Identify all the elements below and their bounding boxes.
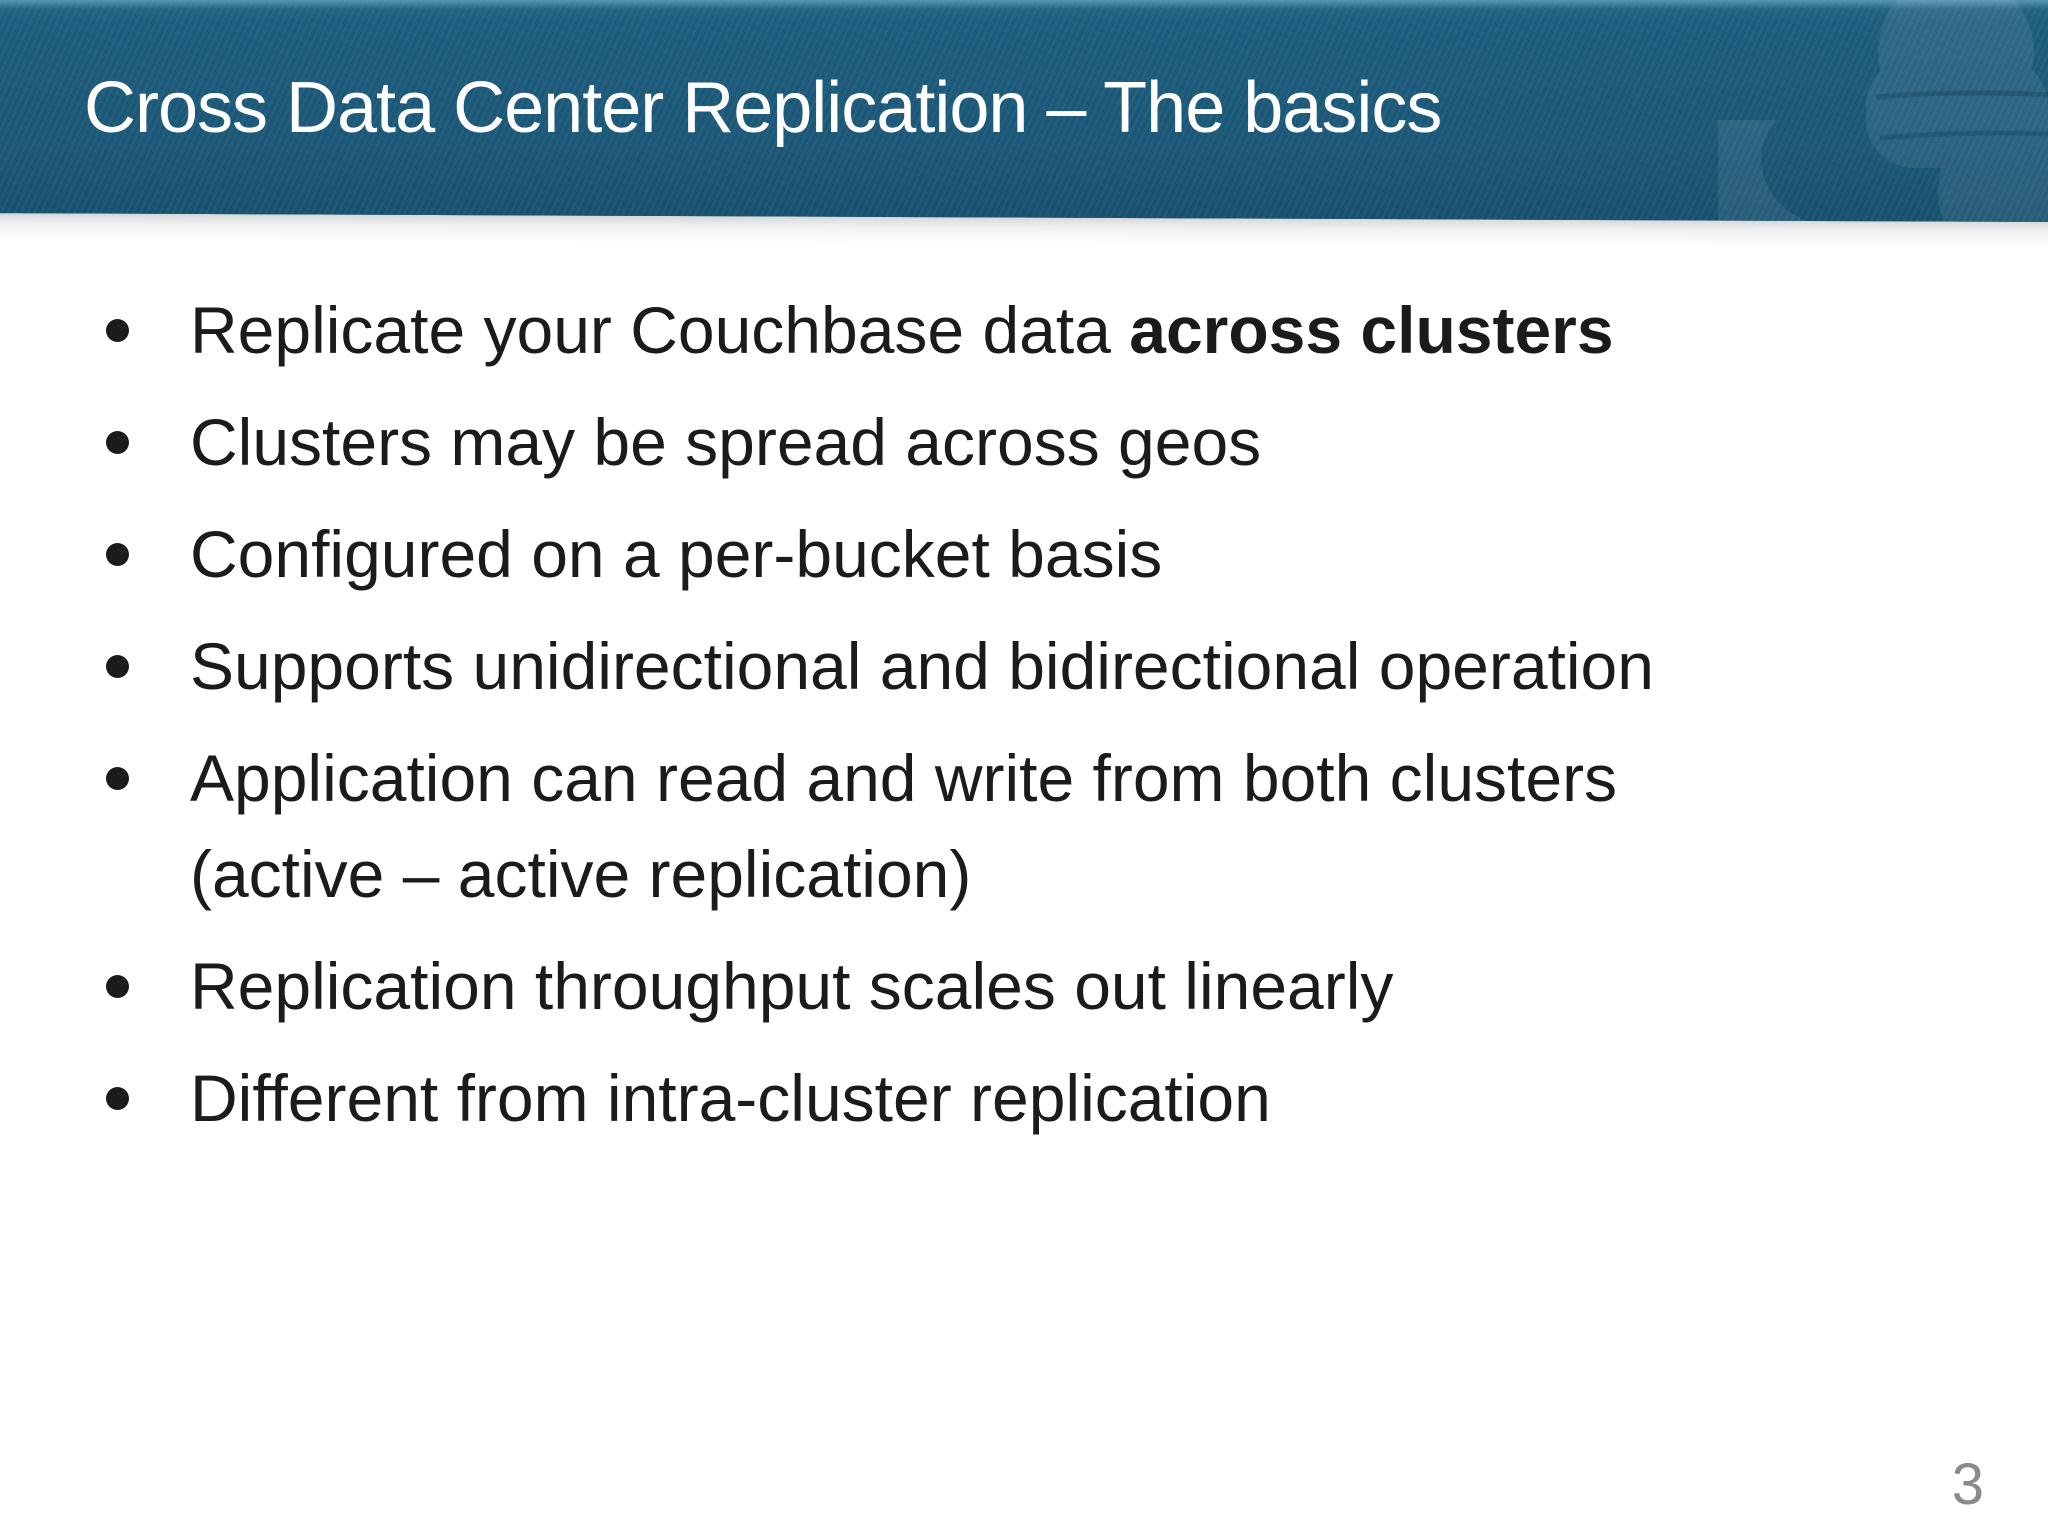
bullet-item: Different from intra-cluster replication [0,1050,2008,1146]
bullet-text: Replicate your Couchbase data across clu… [190,293,1614,367]
bullet-marker-icon [106,938,190,1034]
slide-title: Cross Data Center Replication – The basi… [84,68,1442,148]
bullet-item: Application can read and write from both… [0,730,2008,922]
bullet-marker-icon [106,618,190,714]
bullet-item: Replication throughput scales out linear… [0,938,2008,1034]
couch-icon [1718,0,2048,222]
slide-header: Cross Data Center Replication – The basi… [0,0,2048,222]
bullet-text: Clusters may be spread across geos [190,405,1262,479]
bullet-text: Different from intra-cluster replication [190,1061,1271,1135]
bullet-item: Replicate your Couchbase data across clu… [0,282,2008,378]
bullet-text: Supports unidirectional and bidirectiona… [190,629,1654,703]
bullet-list: Replicate your Couchbase data across clu… [0,282,2008,1162]
bullet-item: Configured on a per-bucket basis [0,506,2008,602]
bullet-text: Application can read and write from both… [190,741,1618,911]
bullet-marker-icon [106,394,190,490]
bullet-text: Replication throughput scales out linear… [190,949,1394,1023]
bullet-marker-icon [106,506,190,602]
bullet-item: Clusters may be spread across geos [0,394,2008,490]
page-number: 3 [1951,1452,1984,1517]
bullet-marker-icon [106,1050,190,1146]
bullet-item: Supports unidirectional and bidirectiona… [0,618,2008,714]
bullet-marker-icon [106,730,190,922]
bullet-marker-icon [106,282,190,378]
bullet-text: Configured on a per-bucket basis [190,517,1163,591]
